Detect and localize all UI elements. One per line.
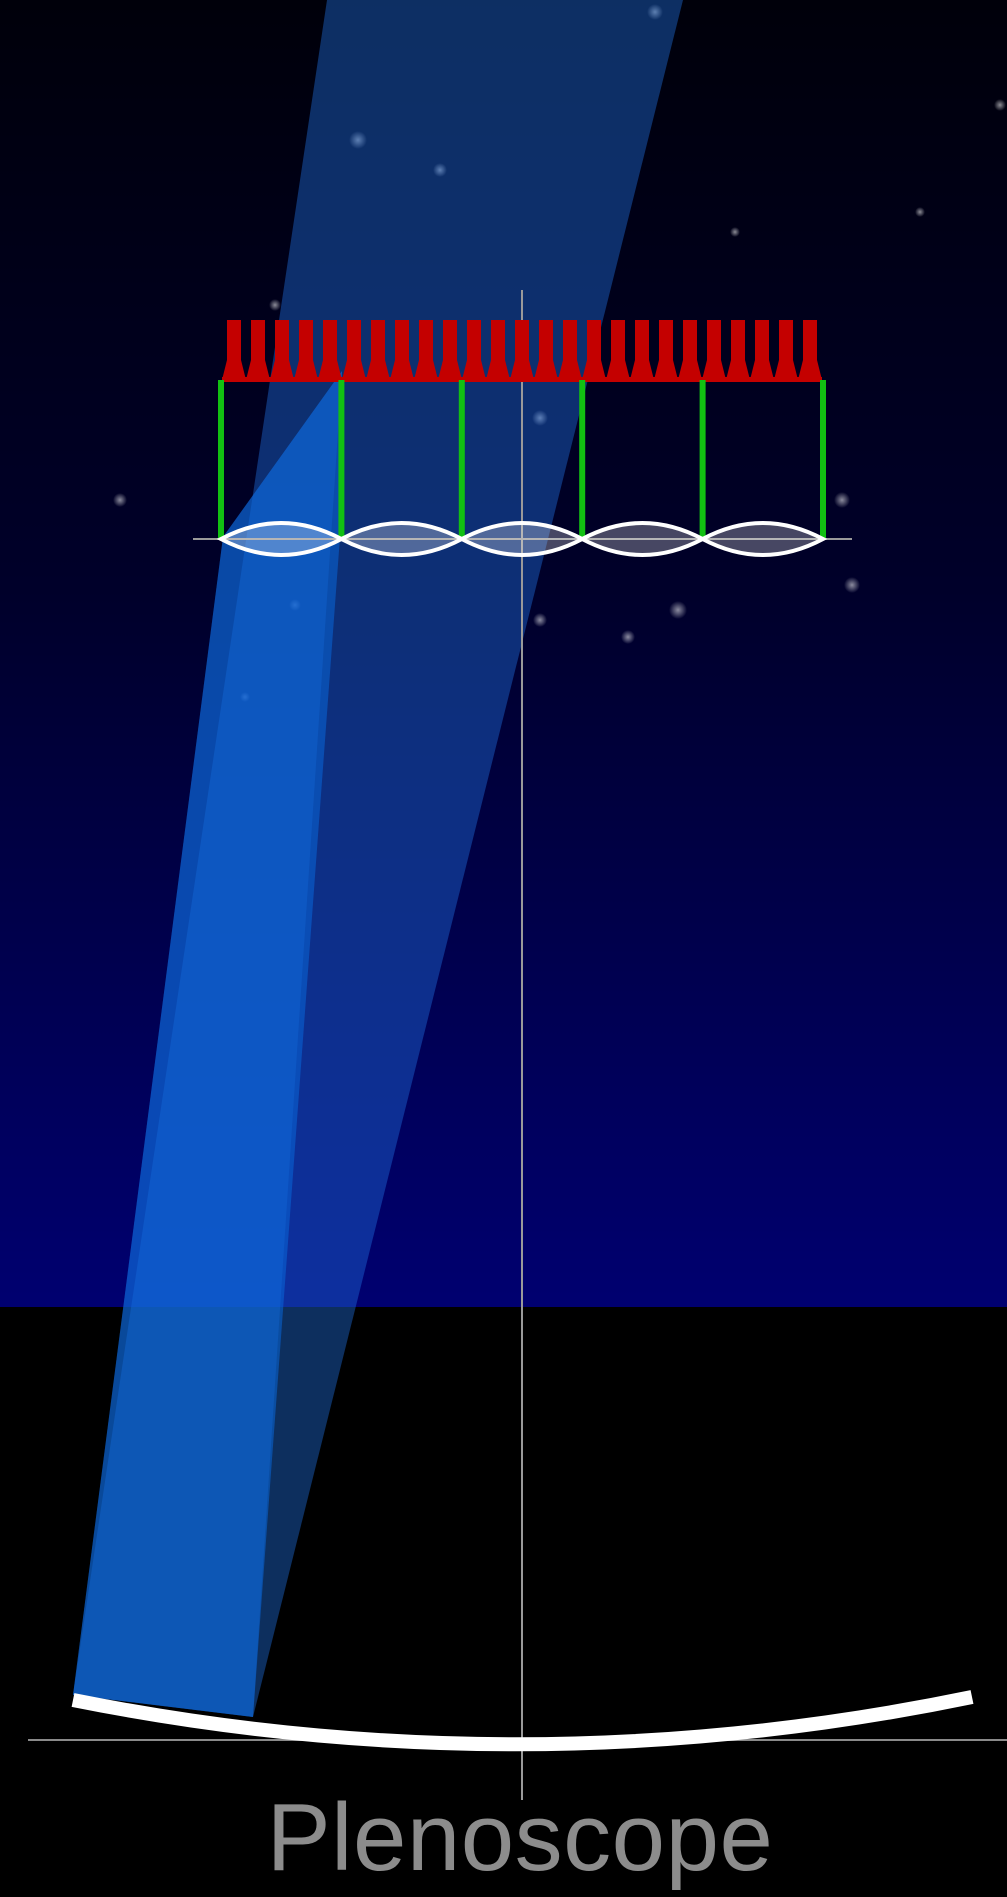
light-beam xyxy=(73,0,683,1717)
photosensor xyxy=(414,320,438,380)
photosensor xyxy=(270,320,294,380)
photosensor xyxy=(606,320,630,380)
photosensor xyxy=(294,320,318,380)
photosensor xyxy=(318,320,342,380)
lens-separators xyxy=(218,380,826,539)
photosensor xyxy=(750,320,774,380)
photosensor xyxy=(510,320,534,380)
photosensor xyxy=(462,320,486,380)
photosensor xyxy=(558,320,582,380)
photosensor xyxy=(582,320,606,380)
star xyxy=(113,493,127,507)
star xyxy=(621,630,635,644)
star xyxy=(834,492,850,508)
photosensor xyxy=(486,320,510,380)
photosensor xyxy=(654,320,678,380)
star xyxy=(844,577,860,593)
star xyxy=(994,99,1006,111)
star xyxy=(349,131,367,149)
lenslet-array xyxy=(216,521,828,557)
photosensor-array xyxy=(222,320,822,382)
star xyxy=(533,613,547,627)
photosensor xyxy=(246,320,270,380)
light-beam-core xyxy=(73,371,342,1717)
photosensor xyxy=(702,320,726,380)
star xyxy=(433,163,447,177)
stars xyxy=(113,4,1006,702)
photosensor-base xyxy=(222,377,822,382)
photosensor xyxy=(630,320,654,380)
star xyxy=(915,207,925,217)
lenslet xyxy=(698,521,828,557)
photosensor xyxy=(534,320,558,380)
caption-plenoscope: Plenoscope xyxy=(266,1784,774,1891)
star xyxy=(269,299,281,311)
star xyxy=(532,410,548,426)
photosensor xyxy=(726,320,750,380)
photosensor xyxy=(390,320,414,380)
photosensor xyxy=(678,320,702,380)
mirror xyxy=(71,1690,974,1752)
star xyxy=(669,601,687,619)
star xyxy=(730,227,740,237)
photosensor xyxy=(366,320,390,380)
photosensor xyxy=(438,320,462,380)
photosensor xyxy=(774,320,798,380)
star xyxy=(647,4,663,20)
photosensor xyxy=(798,320,822,380)
photosensor xyxy=(222,320,246,380)
photosensor xyxy=(342,320,366,380)
